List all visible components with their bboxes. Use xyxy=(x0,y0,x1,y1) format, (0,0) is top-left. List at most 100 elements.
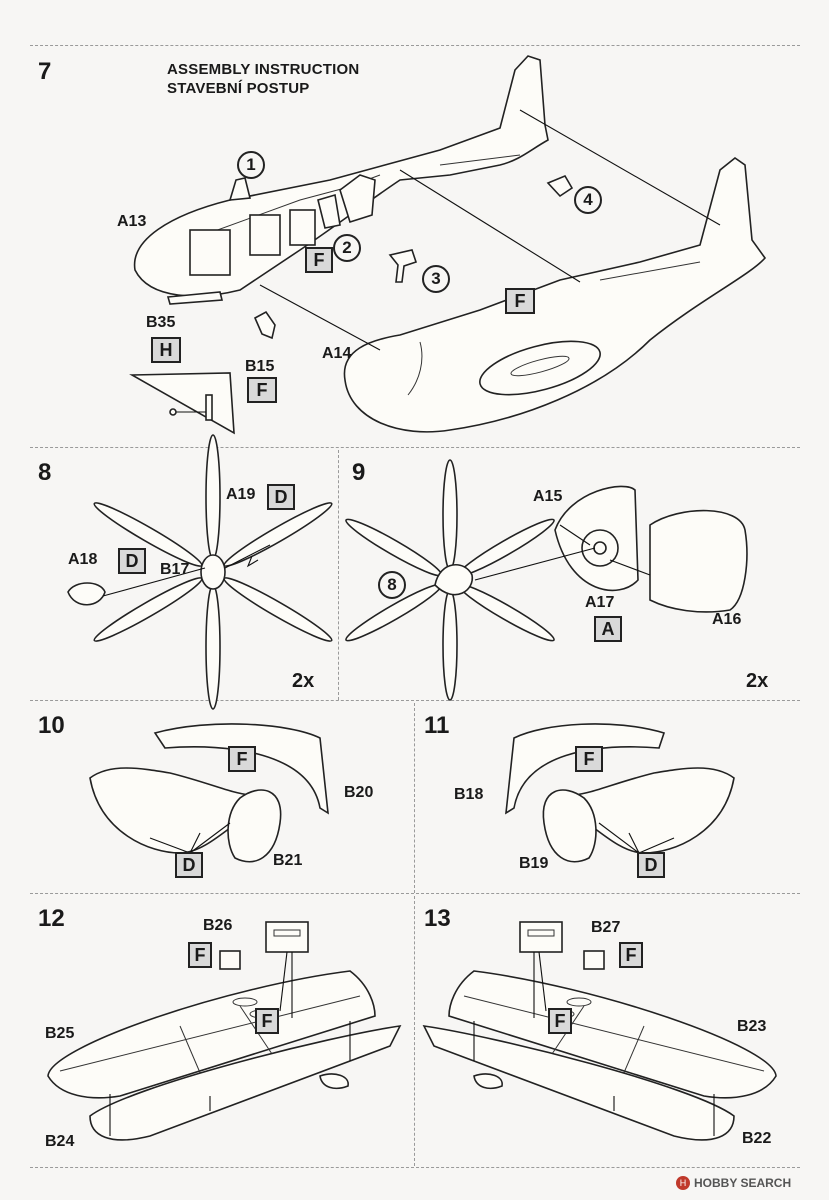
seat-front xyxy=(249,214,281,256)
part-4-tailwheel xyxy=(546,174,574,198)
part-1-canopy-frame xyxy=(228,177,252,201)
part-b27 xyxy=(583,950,605,970)
box-d-a18: D xyxy=(118,548,146,574)
panel xyxy=(289,209,316,246)
step-number-10: 10 xyxy=(38,712,65,739)
title-line-2: STAVEBNÍ POSTUP xyxy=(167,80,310,97)
label-b15: B15 xyxy=(245,358,275,375)
lower-wing-b24 xyxy=(89,1024,402,1141)
part-b18 xyxy=(505,723,666,815)
divider-step8-9 xyxy=(338,450,339,700)
watermark: H HOBBY SEARCH xyxy=(676,1176,791,1190)
label-a16: A16 xyxy=(712,611,742,628)
label-a13: A13 xyxy=(117,213,147,230)
part-b19 xyxy=(542,789,597,863)
circle-1: 1 xyxy=(237,151,265,179)
watermark-text: HOBBY SEARCH xyxy=(694,1176,792,1190)
label-b35: B35 xyxy=(146,314,176,331)
step11-nacelle-drawing xyxy=(505,723,735,863)
box-f-cockpit: F xyxy=(305,247,333,273)
box-f-step10: F xyxy=(228,746,256,772)
label-b22: B22 xyxy=(742,1130,772,1147)
spinner-a18 xyxy=(67,582,106,606)
propeller-hub xyxy=(200,554,226,590)
box-f-b15: F xyxy=(247,377,277,403)
part-b15-rod xyxy=(205,394,213,421)
upper-wing-b23 xyxy=(448,970,777,1099)
part-b15-flap xyxy=(129,372,235,435)
divider-step7 xyxy=(30,447,800,448)
label-a19: A19 xyxy=(226,486,256,503)
part-b21 xyxy=(227,789,282,863)
box-f-b26: F xyxy=(188,942,212,968)
box-f-step13: F xyxy=(548,1008,572,1034)
step-number-12: 12 xyxy=(38,905,65,932)
assembly-title: ASSEMBLY INSTRUCTION STAVEBNÍ POSTUP xyxy=(167,60,359,98)
multiplier-step8: 2x xyxy=(292,670,315,692)
radiator-intake xyxy=(479,340,601,396)
divider-step12-13 xyxy=(414,896,415,1166)
label-a17: A17 xyxy=(585,594,615,611)
circle-2: 2 xyxy=(333,234,361,262)
label-b23: B23 xyxy=(737,1018,767,1035)
zoom-box-step12 xyxy=(265,921,309,953)
label-b17: B17 xyxy=(160,561,190,578)
title-line-1: ASSEMBLY INSTRUCTION xyxy=(167,61,360,78)
step10-nacelle-drawing xyxy=(89,723,329,863)
divider-step10-11 xyxy=(414,703,415,893)
armor-plate xyxy=(189,229,231,276)
step13-wing-drawing xyxy=(422,921,777,1141)
circle-8: 8 xyxy=(378,571,406,599)
seat-rear xyxy=(339,174,376,224)
label-b26: B26 xyxy=(203,917,233,934)
part-b35 xyxy=(253,310,276,340)
step9-engine-drawing xyxy=(345,459,748,701)
label-b20: B20 xyxy=(344,784,374,801)
label-a15: A15 xyxy=(533,488,563,505)
step-number-13: 13 xyxy=(424,905,451,932)
box-h: H xyxy=(151,337,181,363)
zoom-box-step13 xyxy=(519,921,563,953)
step-number-7: 7 xyxy=(38,58,52,85)
label-b18: B18 xyxy=(454,786,484,803)
multiplier-step9: 2x xyxy=(746,670,769,692)
fuselage-half-a14 xyxy=(343,157,767,433)
label-a18: A18 xyxy=(68,551,98,568)
lower-wing-b22 xyxy=(422,1024,735,1141)
box-d-step10: D xyxy=(175,852,203,878)
divider-step10 xyxy=(30,893,800,894)
part-b20 xyxy=(153,723,329,815)
gunner-mount xyxy=(317,193,341,229)
divider-step8 xyxy=(30,700,800,701)
label-b19: B19 xyxy=(519,855,549,872)
circle-3: 3 xyxy=(422,265,450,293)
box-d-a19: D xyxy=(267,484,295,510)
circle-4: 4 xyxy=(574,186,602,214)
box-f-step12: F xyxy=(255,1008,279,1034)
part-b26 xyxy=(219,950,241,970)
fuselage-half-a13 xyxy=(133,55,549,297)
box-f-fuselage: F xyxy=(505,288,535,314)
pitot-tube xyxy=(166,291,224,305)
box-f-b27: F xyxy=(619,942,643,968)
divider-bottom xyxy=(30,1167,800,1168)
step-number-8: 8 xyxy=(38,459,52,486)
step-number-11: 11 xyxy=(424,712,450,739)
label-b24: B24 xyxy=(45,1133,75,1150)
box-f-step11: F xyxy=(575,746,603,772)
upper-wing-b25 xyxy=(47,970,376,1099)
part-3-machine-gun xyxy=(388,249,418,283)
label-b27: B27 xyxy=(591,919,621,936)
step7-drawing xyxy=(129,55,767,435)
step12-wing-drawing xyxy=(47,921,402,1141)
box-d-step11: D xyxy=(637,852,665,878)
hobby-search-logo-icon: H xyxy=(676,1176,690,1190)
label-a14: A14 xyxy=(322,345,352,362)
cowling-a16 xyxy=(649,509,748,613)
divider-top xyxy=(30,45,800,46)
step8-propeller-drawing xyxy=(67,434,333,710)
box-a: A xyxy=(594,616,622,642)
label-b25: B25 xyxy=(45,1025,75,1042)
label-b21: B21 xyxy=(273,852,303,869)
step-number-9: 9 xyxy=(352,459,366,486)
